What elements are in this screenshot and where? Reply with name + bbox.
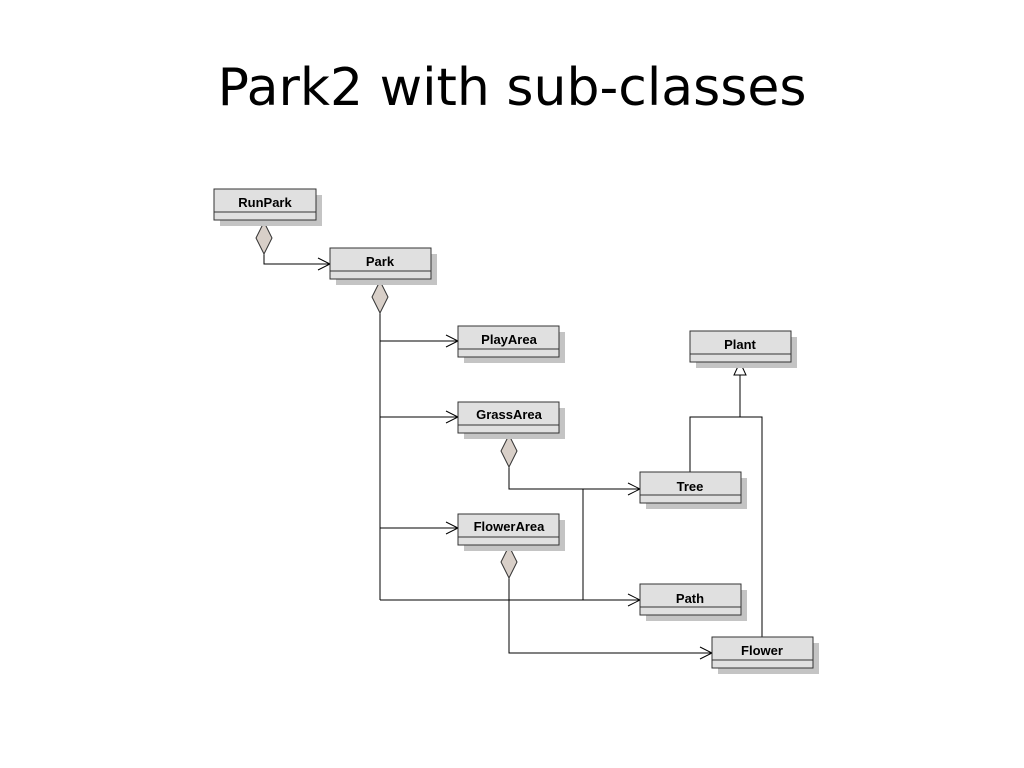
class-grassarea[interactable]: GrassArea [457, 401, 565, 439]
edge-tree-plant [689, 416, 763, 637]
class-name-path: Path [676, 591, 704, 606]
class-runpark[interactable]: RunPark [213, 188, 322, 226]
class-name-runpark: RunPark [238, 195, 292, 210]
slide-title: Park2 with sub-classes [217, 58, 807, 118]
class-park[interactable]: Park [329, 247, 437, 285]
class-name-park: Park [366, 254, 395, 269]
class-playarea[interactable]: PlayArea [457, 325, 565, 363]
class-flower[interactable]: Flower [711, 636, 819, 674]
class-name-flower: Flower [741, 643, 783, 658]
connectors [263, 254, 763, 660]
class-path[interactable]: Path [639, 583, 747, 621]
edge-grassarea-tree [508, 467, 640, 490]
class-plant[interactable]: Plant [689, 330, 797, 368]
class-name-playarea: PlayArea [481, 332, 537, 347]
class-name-grassarea: GrassArea [476, 407, 543, 422]
class-name-tree: Tree [677, 479, 704, 494]
class-name-plant: Plant [724, 337, 756, 352]
generalization-triangle [733, 360, 747, 376]
diamond-runpark [255, 220, 273, 256]
edge-flowerarea-flower [508, 578, 712, 654]
edge-runpark-park [263, 254, 330, 265]
diamond-grassarea [500, 433, 518, 469]
class-tree[interactable]: Tree [639, 471, 747, 509]
diamond-flowerarea [500, 544, 518, 580]
diamond-park [371, 279, 389, 315]
aggregation-diamonds [255, 220, 518, 580]
class-flowerarea[interactable]: FlowerArea [457, 513, 565, 551]
class-name-flowerarea: FlowerArea [474, 519, 546, 534]
